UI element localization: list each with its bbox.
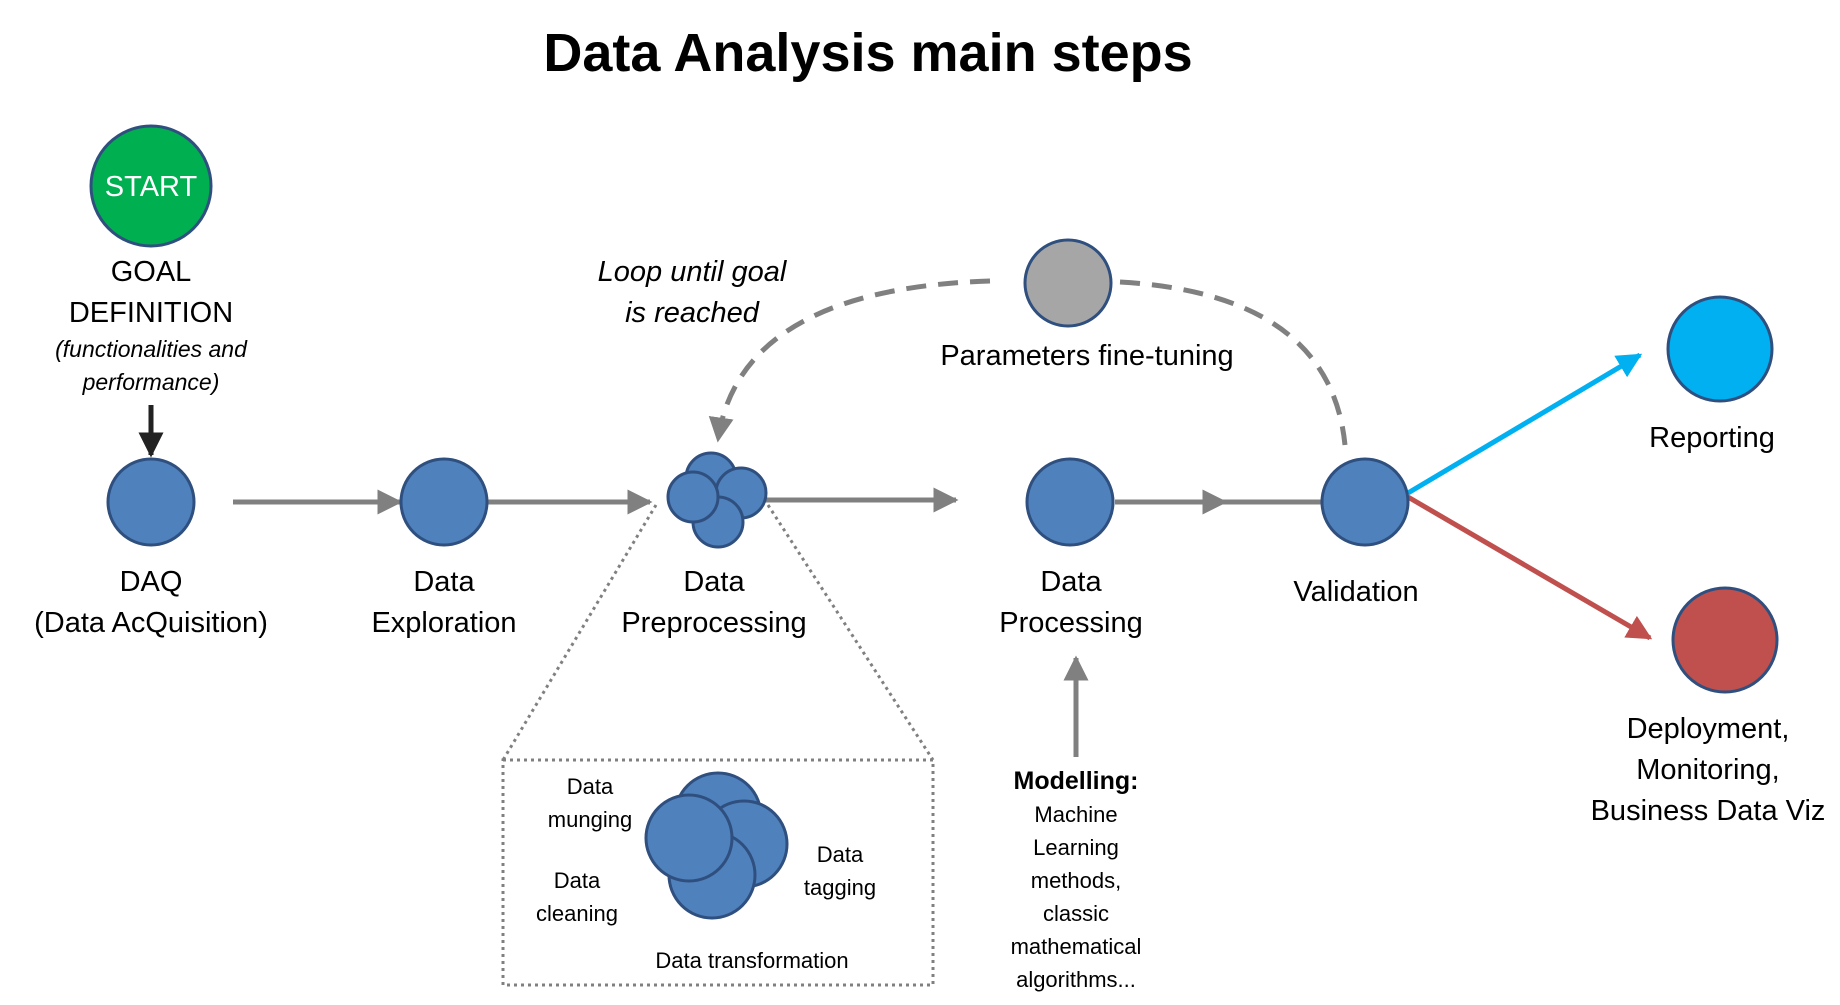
validation-to-reporting-arrow xyxy=(1406,352,1643,496)
preprocessing-label: Data Preprocessing xyxy=(621,566,807,639)
deployment-label: Deployment, Monitoring, Business Data Vi… xyxy=(1590,713,1826,827)
start-label: START xyxy=(104,171,198,203)
validation-to-deployment-arrow xyxy=(1406,494,1653,641)
fine-tuning-node xyxy=(1023,238,1113,328)
daq-label: DAQ (Data AcQuisition) xyxy=(34,566,268,639)
zoom-line-left xyxy=(501,504,658,761)
validation-label: Validation xyxy=(1293,576,1419,608)
page-title: Data Analysis main steps xyxy=(543,23,1193,83)
deployment-node xyxy=(1671,586,1779,694)
validation-node xyxy=(1320,457,1410,547)
preprocessing-node-cluster xyxy=(666,451,768,549)
goal-definition-label: GOAL DEFINITION xyxy=(68,256,234,329)
exploration-label: Data Exploration xyxy=(371,566,517,639)
goal-definition-subtitle: (functionalities and performance) xyxy=(55,336,247,395)
preprocessing-detail-cluster xyxy=(644,771,789,920)
data-tagging-label: Data tagging xyxy=(803,842,877,900)
daq-node xyxy=(106,457,196,547)
reporting-label: Reporting xyxy=(1649,422,1775,454)
loop-arc-left xyxy=(708,278,991,443)
loop-annotation: Loop until goal is reached xyxy=(597,256,787,329)
zoom-line-right xyxy=(766,504,935,761)
start-node xyxy=(89,124,213,248)
data-cleaning-label: Data cleaning xyxy=(536,868,618,926)
preprocessing-detail-box xyxy=(501,758,935,987)
processing-label: Data Processing xyxy=(999,566,1143,639)
processing-node xyxy=(1025,457,1115,547)
fine-tuning-label: Parameters fine-tuning xyxy=(940,340,1234,372)
modelling-label: Modelling: Machine Learning methods, cla… xyxy=(1010,767,1142,992)
exploration-node xyxy=(399,457,489,547)
data-munging-label: Data munging xyxy=(547,774,633,832)
reporting-node xyxy=(1666,295,1774,403)
data-transformation-label: Data transformation xyxy=(655,948,849,973)
loop-arc-right xyxy=(1119,279,1348,446)
